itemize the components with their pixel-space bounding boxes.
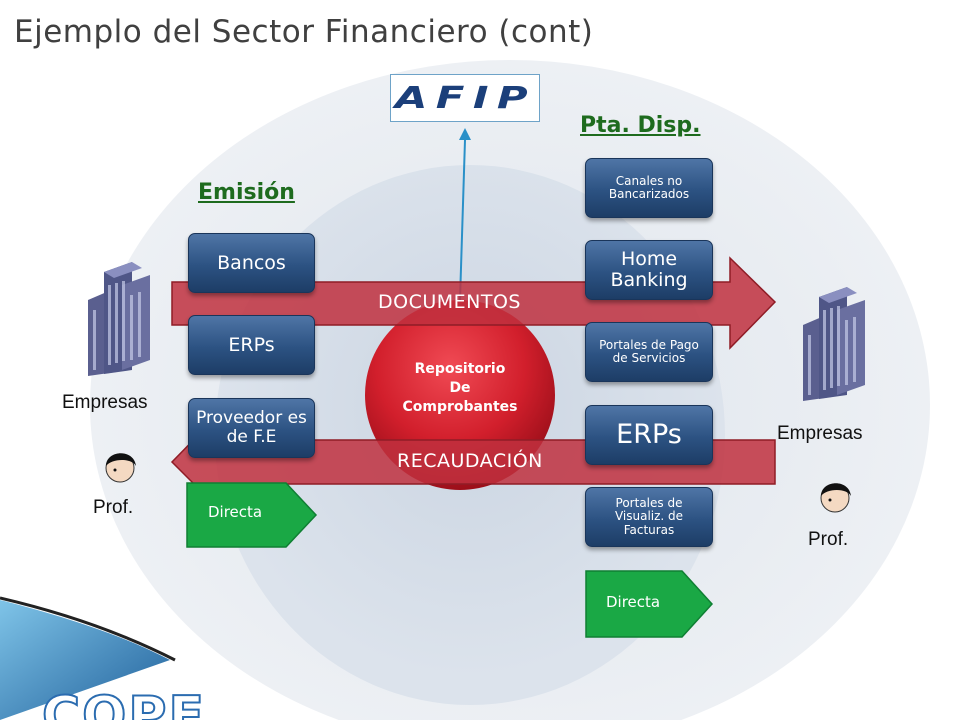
repository-label: Repositorio De Comprobantes — [385, 360, 535, 417]
person-left-icon — [105, 453, 136, 483]
box-erps-left: ERPs — [188, 315, 315, 375]
emision-label: Emisión — [198, 180, 295, 205]
afip-connector-line — [459, 139, 466, 301]
pta-disp-label: Pta. Disp. — [580, 113, 701, 138]
box-portales-visualiz: Portales de Visualiz. de Facturas — [585, 487, 713, 547]
box-canales: Canales no Bancarizados — [585, 158, 713, 218]
documentos-label: DOCUMENTOS — [378, 291, 521, 313]
person-right-icon — [820, 483, 851, 513]
directa-right-shape — [585, 570, 714, 638]
corner-wave — [0, 600, 170, 720]
box-proveedores: Proveedor es de F.E — [188, 398, 315, 458]
empresas-right-label: Empresas — [777, 423, 863, 444]
box-bancos-label: Bancos — [217, 251, 286, 274]
footer-logo-text: COPE — [42, 690, 206, 720]
box-erps-right: ERPs — [585, 405, 713, 465]
building-right-icon — [803, 287, 865, 401]
box-portales-visualiz-label: Portales de Visualiz. de Facturas — [614, 496, 684, 537]
afip-connector-arrowhead — [459, 128, 471, 140]
recaudacion-label: RECAUDACIÓN — [397, 450, 543, 472]
box-bancos: Bancos — [188, 233, 315, 293]
box-erps-right-label: ERPs — [616, 419, 682, 451]
repository-line2: De — [449, 379, 471, 396]
directa-left-shape — [186, 482, 318, 548]
box-proveedores-label: Proveedor es de F.E — [196, 408, 307, 447]
slide-title: Ejemplo del Sector Financiero (cont) — [14, 14, 594, 50]
directa-left-label: Directa — [208, 503, 263, 521]
prof-right-label: Prof. — [808, 529, 849, 550]
empresas-left-label: Empresas — [62, 392, 148, 413]
afip-logo-text: AFIP — [394, 80, 536, 116]
directa-right-label: Directa — [606, 593, 661, 611]
repository-line1: Repositorio — [414, 361, 506, 377]
repository-line3: Comprobantes — [402, 398, 518, 415]
corner-wave-line — [0, 596, 176, 662]
footer-logo: COPE — [42, 690, 212, 720]
box-portales-pago: Portales de Pago de Servicios — [585, 322, 713, 382]
box-home-banking-label: Home Banking — [610, 248, 688, 291]
box-home-banking: Home Banking — [585, 240, 713, 300]
prof-left-label: Prof. — [93, 497, 134, 518]
box-canales-label: Canales no Bancarizados — [608, 173, 690, 201]
building-left-icon — [88, 262, 150, 376]
box-erps-left-label: ERPs — [228, 333, 275, 356]
afip-logo: AFIP — [390, 74, 540, 122]
box-portales-pago-label: Portales de Pago de Servicios — [599, 337, 699, 365]
